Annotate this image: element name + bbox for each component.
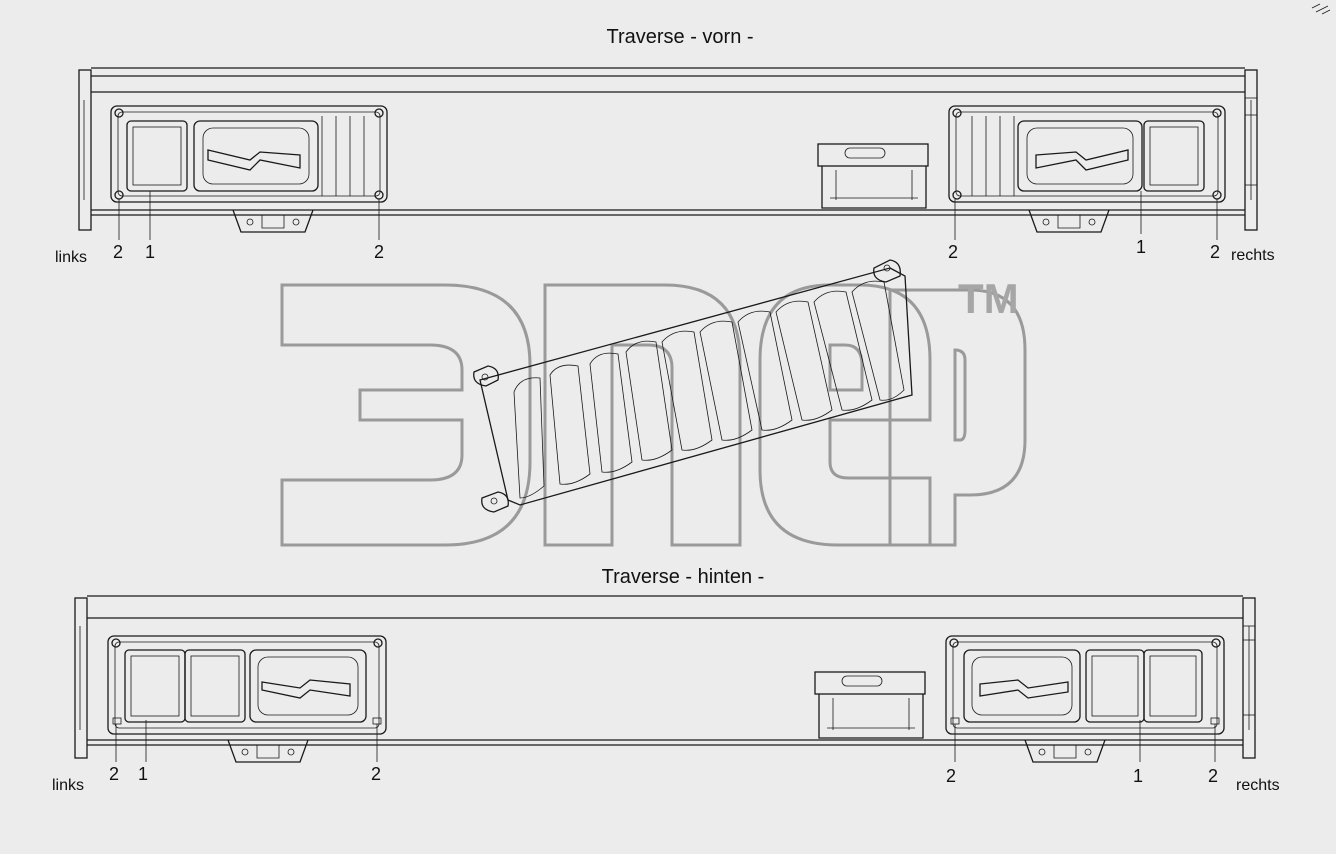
rear-left-side-label: links (52, 777, 84, 794)
front-left-side-label: links (55, 249, 87, 266)
rear-left-lamp-unit (107, 635, 387, 735)
rear-right-side-label: rechts (1236, 777, 1280, 794)
rear-leader-lines (115, 720, 1216, 762)
front-left-lamp-unit (110, 105, 388, 203)
front-leader-lines (118, 191, 1218, 240)
front-right-callout: 2 (1210, 242, 1220, 262)
watermark-logo: TM (280, 275, 1027, 547)
rear-center-coupling (814, 671, 926, 739)
grille-guard-isometric (473, 259, 913, 513)
rear-left-callout: 2 (371, 764, 381, 784)
rear-right-mount-bracket (1024, 739, 1106, 763)
rear-assembly-title: Traverse - hinten - (602, 566, 765, 588)
front-right-lamp-unit (948, 105, 1226, 203)
rear-right-callout: 2 (1208, 766, 1218, 786)
front-right-side-label: rechts (1231, 247, 1275, 264)
front-right-callout: 1 (1136, 237, 1146, 257)
front-assembly-title: Traverse - vorn - (606, 26, 753, 48)
rear-left-mount-bracket (227, 739, 309, 763)
front-left-callout: 2 (113, 242, 123, 262)
front-center-coupling (817, 143, 929, 209)
rear-right-callout: 1 (1133, 766, 1143, 786)
rear-right-lamp-unit (945, 635, 1225, 735)
rear-right-callout: 2 (946, 766, 956, 786)
corner-mark (1311, 3, 1331, 15)
front-crossbar (78, 67, 1258, 231)
front-left-callout: 2 (374, 242, 384, 262)
front-right-mount-bracket (1028, 209, 1110, 233)
rear-left-callout: 1 (138, 764, 148, 784)
front-right-callout: 2 (948, 242, 958, 262)
trademark-symbol: TM (958, 275, 1019, 322)
front-left-callout: 1 (145, 242, 155, 262)
front-left-mount-bracket (232, 209, 314, 233)
rear-crossbar (74, 595, 1256, 759)
rear-left-callout: 2 (109, 764, 119, 784)
